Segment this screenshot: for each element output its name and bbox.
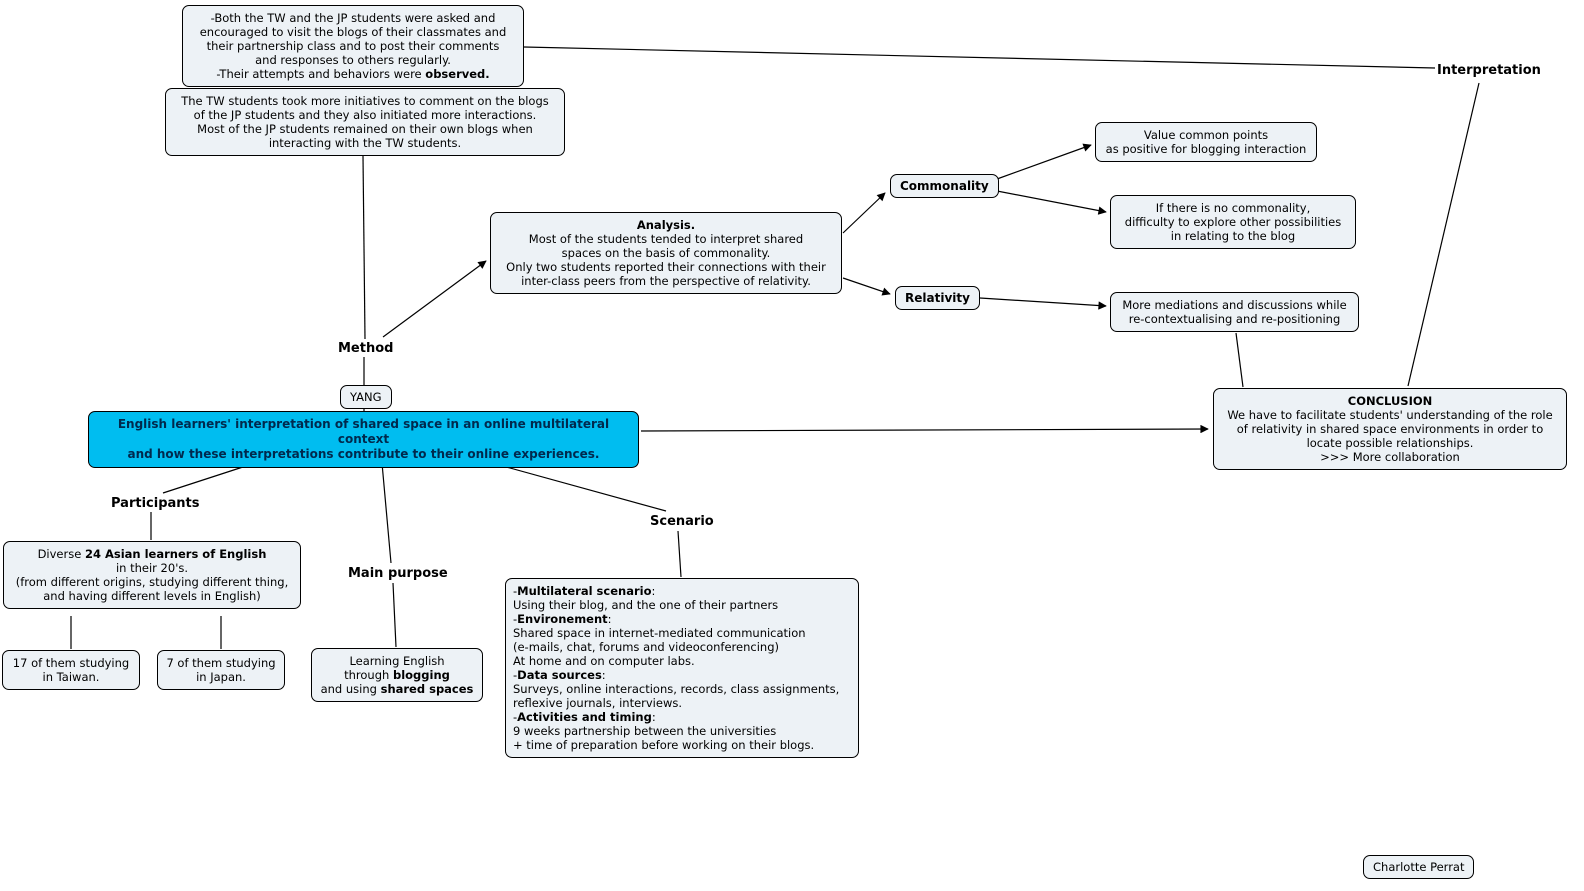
- node-taiwan-count[interactable]: 17 of them studying in Taiwan.: [2, 650, 140, 690]
- node-participants-detail[interactable]: Diverse 24 Asian learners of English in …: [3, 541, 301, 609]
- label-interpretation[interactable]: Interpretation: [1437, 63, 1541, 78]
- edge-maintopic-conclusion: [640, 424, 1209, 434]
- node-no-commonality[interactable]: If there is no commonality, difficulty t…: [1110, 195, 1356, 249]
- node-relativity[interactable]: Relativity: [895, 286, 980, 310]
- edge-observednote-interpretation: [523, 46, 1436, 69]
- node-observed-note[interactable]: -Both the TW and the JP students were as…: [182, 5, 524, 87]
- node-value-common-points[interactable]: Value common points as positive for blog…: [1095, 122, 1317, 162]
- label-method[interactable]: Method: [338, 341, 394, 356]
- node-author[interactable]: Charlotte Perrat: [1363, 855, 1475, 879]
- node-japan-count[interactable]: 7 of them studying in Japan.: [157, 650, 285, 690]
- edge-twjpnote-method: [362, 155, 366, 340]
- edge-maintopic-mainpurpose: [380, 451, 392, 564]
- node-purpose-detail[interactable]: Learning English through blogging and us…: [311, 648, 483, 702]
- label-participants[interactable]: Participants: [111, 496, 200, 511]
- label-scenario[interactable]: Scenario: [650, 514, 714, 529]
- node-commonality[interactable]: Commonality: [890, 174, 999, 198]
- label-main-purpose[interactable]: Main purpose: [348, 566, 448, 581]
- node-main-topic[interactable]: English learners' interpretation of shar…: [88, 411, 639, 468]
- edge-relativity-mediations: [979, 297, 1107, 310]
- edge-mediations-conclusion: [1235, 332, 1244, 388]
- node-analysis[interactable]: Analysis. Most of the students tended to…: [490, 212, 842, 294]
- edge-analysis-commonality: [842, 192, 886, 234]
- node-tw-jp-findings[interactable]: The TW students took more initiatives to…: [165, 88, 565, 156]
- edge-commonality-valuecommon: [996, 143, 1092, 180]
- edge-mainpurpose-purpose: [392, 582, 397, 648]
- edge-scenario-detail: [677, 530, 682, 578]
- node-yang[interactable]: YANG: [340, 385, 392, 409]
- edge-method-analysis: [382, 260, 487, 338]
- node-conclusion[interactable]: CONCLUSION We have to facilitate student…: [1213, 388, 1567, 470]
- edge-interpretation-conclusion: [1407, 82, 1480, 387]
- edge-analysis-relativity: [842, 277, 891, 296]
- edge-commonality-nocommonality: [996, 190, 1107, 215]
- node-scenario-detail[interactable]: -Multilateral scenario: Using their blog…: [505, 578, 859, 758]
- node-mediations[interactable]: More mediations and discussions while re…: [1110, 292, 1359, 332]
